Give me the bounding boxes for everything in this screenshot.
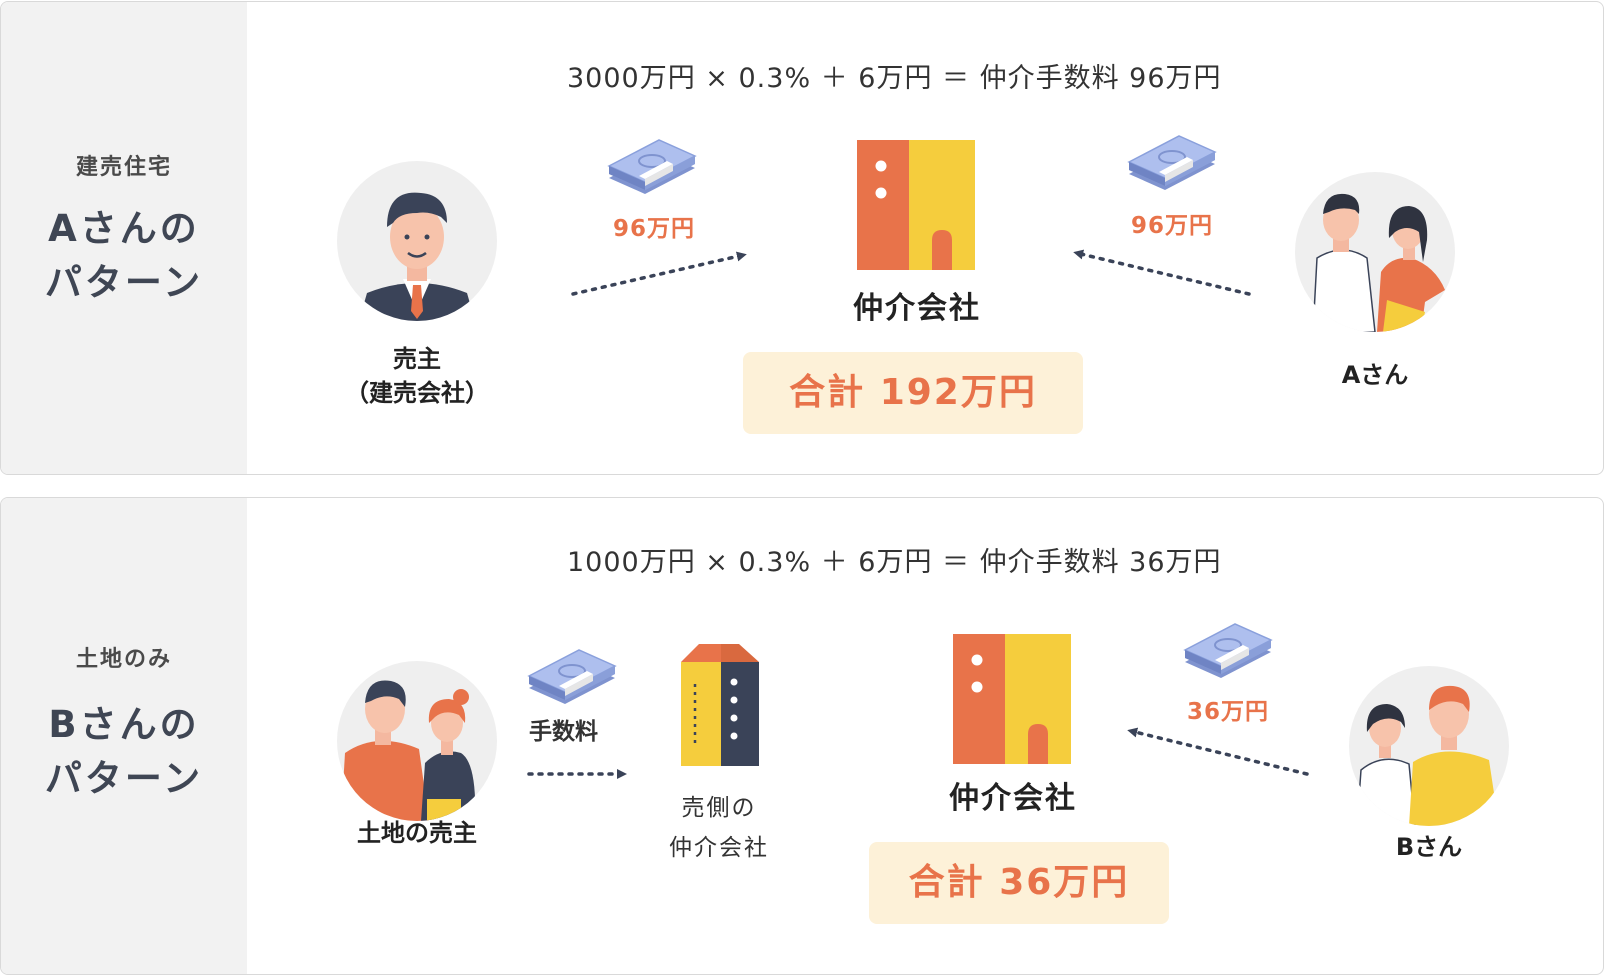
- pattern-b-total: 合計 36万円: [869, 842, 1169, 924]
- panel-b-arrows: [527, 727, 1309, 779]
- broker-building-icon: [857, 140, 975, 270]
- pattern-b-formula: 1000万円 × 0.3% ＋ 6万円 ＝ 仲介手数料 36万円: [567, 547, 1222, 578]
- seller-amount: 96万円: [613, 216, 696, 242]
- broker-label: 仲介会社: [949, 781, 1077, 816]
- pattern-a-sidebar: 建売住宅 Aさんの パターン: [1, 2, 247, 474]
- pattern-a-category: 建売住宅: [75, 155, 172, 180]
- broker-label: 仲介会社: [853, 291, 981, 326]
- land-seller-label: 土地の売主: [357, 819, 477, 847]
- pattern-b-panel: 土地のみ Bさんの パターン 1000万円 × 0.3% ＋ 6万円 ＝ 仲介手…: [0, 497, 1604, 975]
- seller-broker-label-line2: 仲介会社: [669, 835, 769, 861]
- buyer-couple-avatar: [1349, 666, 1509, 826]
- pattern-a-title-line1: Aさんの: [48, 207, 200, 250]
- buyer-to-broker-arrow: [1127, 727, 1309, 776]
- seller-broker-building-icon: [681, 644, 759, 766]
- money-stack-icon: [1184, 623, 1272, 679]
- buyer-amount: 96万円: [1131, 213, 1214, 239]
- buyer-label: Aさん: [1341, 361, 1409, 389]
- seller-label-line1: 売主: [393, 345, 441, 373]
- pattern-a-panel: 建売住宅 Aさんの パターン 3000万円 × 0.3% ＋ 6万円 ＝ 仲介手…: [0, 1, 1604, 475]
- pattern-a-total: 合計 192万円: [743, 352, 1083, 434]
- buyer-couple-avatar: [1295, 172, 1455, 332]
- seller-broker-label-line1: 売側の: [681, 795, 757, 821]
- seller-businessman-avatar: [337, 161, 497, 321]
- pattern-a-title-line2: パターン: [44, 261, 204, 304]
- seller-to-broker-arrow: [571, 249, 1251, 296]
- buyer-label: Bさん: [1395, 833, 1463, 861]
- pattern-a-formula: 3000万円 × 0.3% ＋ 6万円 ＝ 仲介手数料 96万円: [567, 63, 1222, 94]
- seller-fee-label: 手数料: [529, 719, 598, 745]
- pattern-b-title-line2: パターン: [44, 757, 204, 800]
- pattern-b-title-line1: Bさんの: [48, 703, 200, 746]
- pattern-b-category: 土地のみ: [75, 647, 172, 672]
- seller-label-line2: （建売会社）: [345, 379, 489, 407]
- broker-building-icon: [953, 634, 1071, 764]
- buyer-amount: 36万円: [1187, 699, 1270, 725]
- pattern-b-sidebar: 土地のみ Bさんの パターン: [1, 498, 247, 974]
- money-stack-icon: [1128, 135, 1216, 191]
